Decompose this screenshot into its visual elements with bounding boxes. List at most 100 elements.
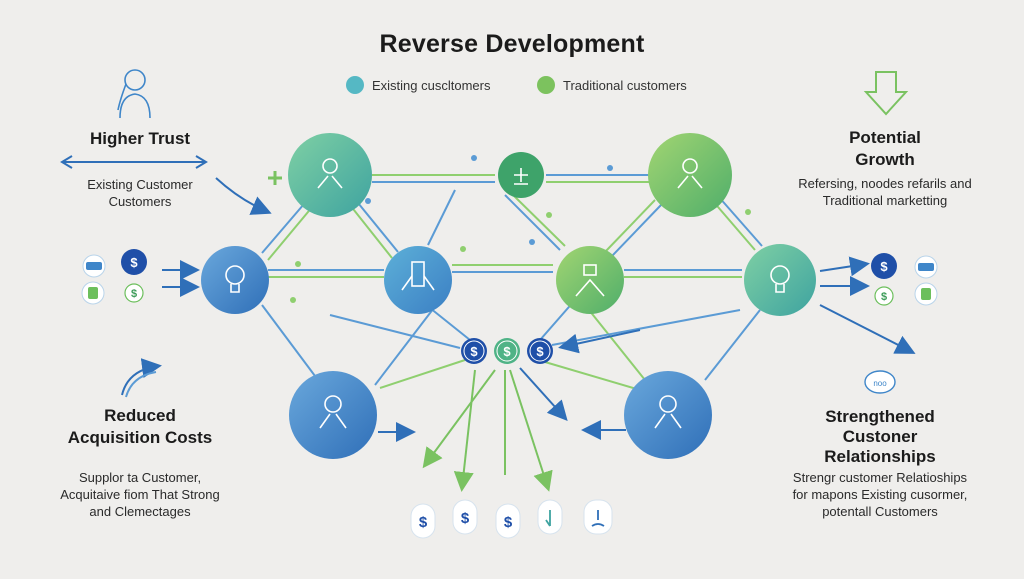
reduced-costs-heading-2: Acquisition Costs	[67, 428, 213, 447]
svg-text:$: $	[504, 514, 513, 531]
edge-line	[509, 191, 566, 247]
dollar-tag-icon: $	[874, 286, 894, 306]
edge-line	[717, 195, 763, 247]
double-arrow-head	[60, 155, 73, 169]
svg-text:$: $	[880, 259, 888, 274]
person-icon	[317, 158, 343, 189]
node-center-left	[384, 246, 452, 314]
relationships-heading-3: Relationships	[824, 447, 936, 466]
lightbulb-icon	[770, 265, 790, 293]
node-person-top-right	[648, 133, 732, 217]
lightbulb-icon	[225, 265, 245, 293]
arrow	[519, 367, 568, 421]
edge-line	[374, 299, 441, 386]
edge-line	[329, 314, 461, 349]
relationships-line-1: Strengr customer Relatioships	[792, 470, 968, 485]
edge-line	[544, 361, 641, 391]
scale-icon	[401, 261, 435, 291]
svg-text:$: $	[503, 344, 511, 359]
page-title: Reverse Development	[379, 30, 645, 58]
relationships-heading-1: Strengthened	[825, 407, 935, 426]
person-icon	[677, 158, 703, 189]
svg-text:$: $	[131, 288, 137, 300]
edge-line	[604, 199, 656, 253]
reduced-costs-line-1: Supplor ta Customer,	[78, 470, 202, 485]
left-side-icons: $ $	[81, 249, 147, 305]
node-lightbulb-right	[744, 244, 816, 316]
curved-arrow	[121, 358, 162, 396]
coins-stack-icon	[81, 281, 105, 305]
arrow	[819, 256, 870, 277]
legend-label-traditional: Traditional customers	[563, 77, 687, 93]
upload-tag-icon	[583, 499, 613, 535]
arrow	[819, 304, 916, 354]
edge-line	[427, 189, 456, 246]
dollar-coin-icon: $	[871, 253, 897, 279]
cash-icon	[82, 254, 106, 278]
legend-item-existing: Existing cuscltomers	[346, 76, 490, 94]
node-person-bottom-left	[289, 371, 377, 459]
potential-growth-line-1: Refersing, noodes refarils and	[798, 176, 972, 191]
svg-text:$: $	[419, 514, 428, 531]
edge-line	[261, 304, 319, 381]
relationships-line-2: for mapons Existing cusormer,	[792, 487, 968, 502]
tree-icon	[575, 264, 605, 297]
dollar-tag-icon: $	[495, 503, 521, 539]
potential-growth-heading-1: Potential	[849, 128, 921, 147]
reduced-costs-line-3: and Clemectages	[89, 504, 191, 519]
plus-minus-icon	[514, 168, 528, 185]
relationships-heading-2: Custoner	[842, 427, 918, 446]
svg-text:$: $	[881, 291, 887, 303]
svg-text:$: $	[536, 344, 544, 359]
bottom-tag-row: $ $ $	[410, 499, 613, 539]
arrow	[509, 369, 553, 492]
reduced-costs-line-2: Acquitaive fiom That Strong	[60, 487, 220, 502]
reduced-costs-heading-1: Reduced	[104, 406, 176, 425]
svg-text:$: $	[461, 510, 470, 527]
potential-growth-heading-2: Growth	[855, 150, 915, 169]
dollar-coin-icon: $	[461, 338, 487, 364]
node-person-bottom-right	[624, 371, 712, 459]
curved-arrow	[125, 371, 157, 398]
person-icon	[319, 395, 347, 429]
cash-icon	[914, 255, 938, 279]
legend-swatch-traditional	[537, 76, 555, 94]
plus-icon	[268, 171, 282, 185]
arrow	[453, 369, 476, 492]
edge-line	[584, 304, 646, 381]
node-person-top-left	[288, 133, 372, 217]
dollar-tag-icon: $	[452, 499, 478, 535]
potential-growth-line-2: Traditional marketting	[822, 193, 948, 208]
dollar-coin-icon: $	[527, 338, 553, 364]
svg-text:$: $	[470, 344, 478, 359]
dollar-coin-group: $ $ $	[461, 338, 553, 364]
higher-trust-line-2: Customers	[108, 194, 172, 209]
higher-trust-line-1: Existing Customer	[87, 177, 193, 192]
legend-label-existing: Existing cuscltomers	[372, 77, 491, 93]
edge-line	[379, 359, 466, 389]
edge-line	[353, 197, 399, 253]
chat-badge-icon: noo	[864, 370, 896, 394]
double-arrow-head	[195, 155, 208, 169]
edge-line	[711, 199, 756, 251]
chat-badge-text: noo	[873, 379, 887, 388]
relationships-line-3: potentall Customers	[822, 504, 938, 519]
arrow	[422, 369, 496, 469]
arrows	[60, 155, 916, 492]
edge-line	[704, 309, 761, 381]
edge-line	[611, 204, 662, 257]
higher-trust-heading: Higher Trust	[89, 129, 191, 148]
legend-item-traditional: Traditional customers	[537, 76, 687, 94]
upload-tag-icon	[537, 499, 563, 535]
dollar-coin-icon: $	[494, 338, 520, 364]
down-arrow-outline-icon	[863, 71, 909, 116]
edge-line	[504, 194, 561, 251]
person-outline-icon	[117, 69, 151, 119]
arrow	[215, 177, 272, 215]
coins-stack-icon	[914, 282, 938, 306]
dollar-tag-icon: $	[124, 283, 144, 303]
arrow	[558, 329, 641, 354]
network-nodes	[201, 133, 816, 459]
person-icon	[654, 395, 682, 429]
